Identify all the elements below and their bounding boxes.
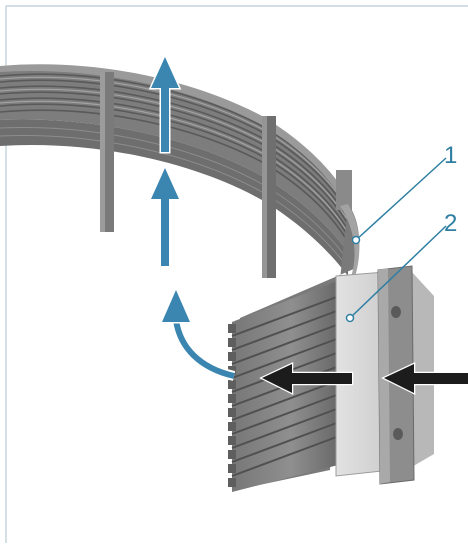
callout-2-dot <box>345 313 355 323</box>
arrow-left-icon <box>259 362 354 396</box>
callout-label-2: 2 <box>444 210 458 237</box>
callout-label-1: 1 <box>444 142 458 169</box>
ring-back-wall <box>0 68 349 277</box>
curved-arrow-icon <box>159 286 236 381</box>
arrow-up-icon <box>148 164 182 268</box>
callout-1-dot <box>351 235 361 245</box>
callout-1-leader <box>355 157 447 241</box>
arrow-left-icon <box>381 362 468 396</box>
arrow-up-icon <box>148 53 182 154</box>
spacer-bars <box>100 72 352 278</box>
callout-2-leader <box>349 225 447 319</box>
ring-top-rim <box>0 64 352 206</box>
